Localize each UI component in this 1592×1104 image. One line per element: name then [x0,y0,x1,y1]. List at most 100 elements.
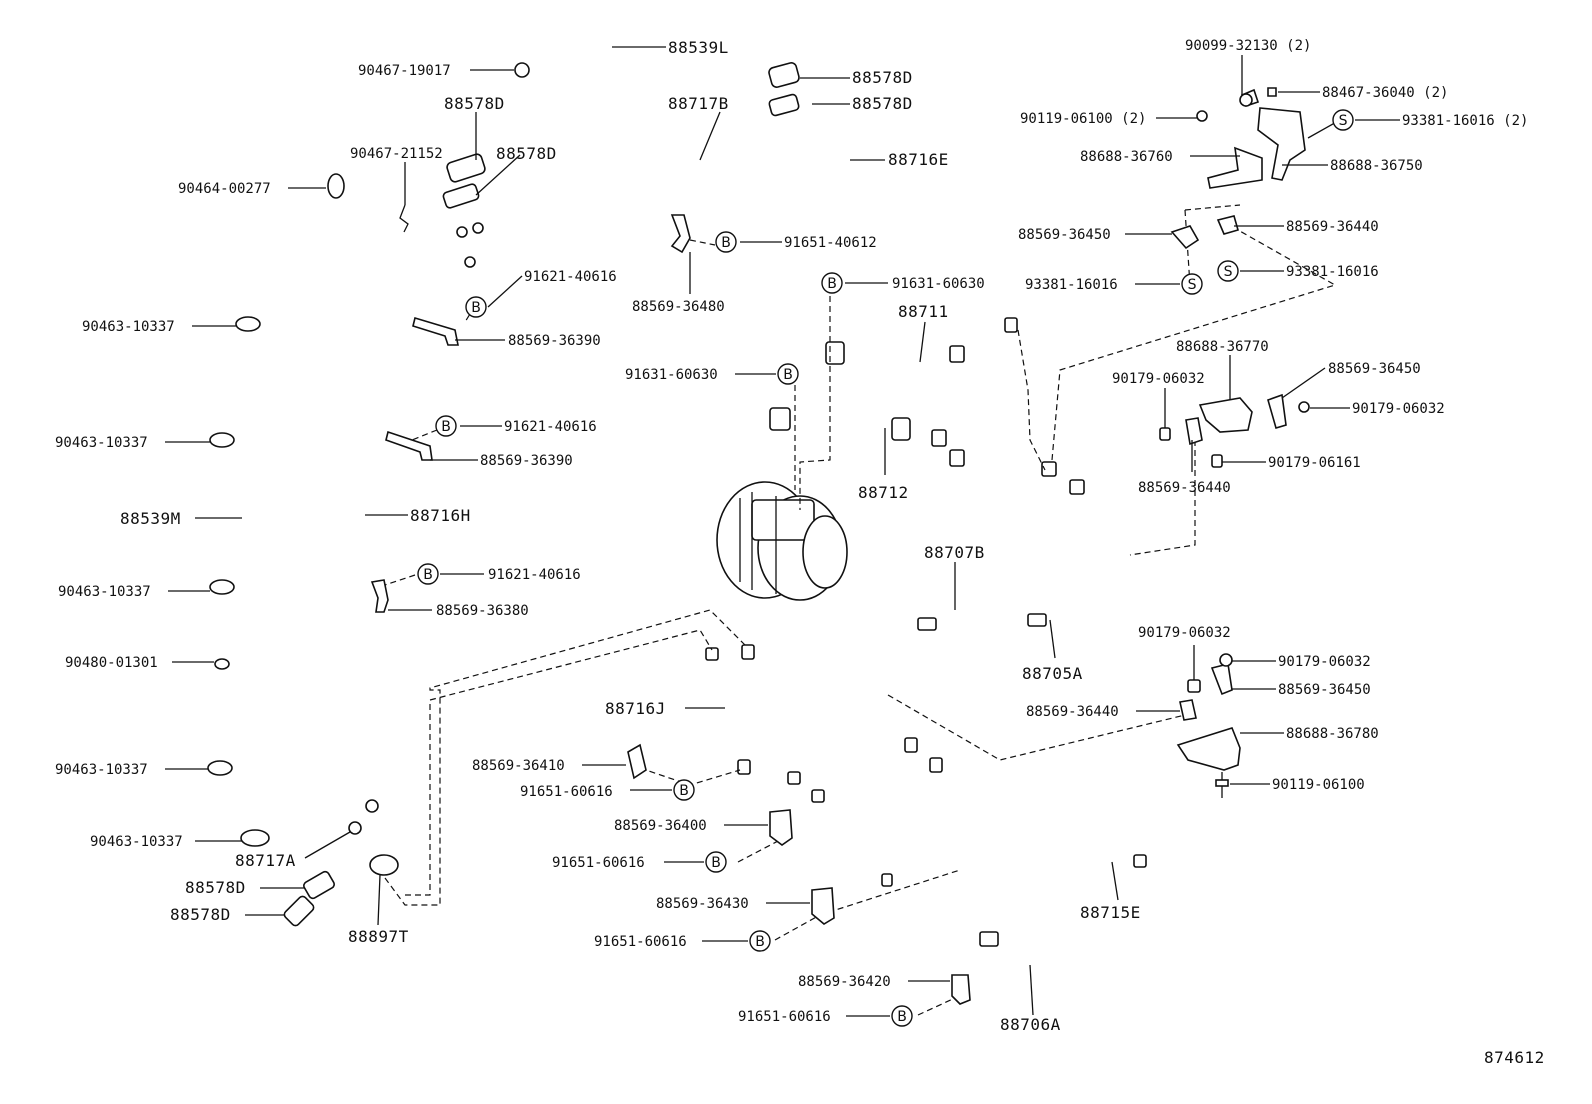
clamps-and-grommets [207,62,1310,1005]
label-88715E: 88715E [1080,903,1141,922]
label-88569-36440-c: 88569-36440 [1026,704,1119,720]
pipe-88717A [323,230,464,830]
label-88578D-b: 88578D [852,94,913,113]
pipe-88706A [803,780,1070,965]
badge-s-93381-16016-a: S [1181,273,1203,295]
label-88569-36390-b: 88569-36390 [480,453,573,469]
label-90463-10337-a: 90463-10337 [82,319,175,335]
label-88688-36770: 88688-36770 [1176,339,1269,355]
label-91631-60630-b: 91631-60630 [625,367,718,383]
label-88569-36390-a: 88569-36390 [508,333,601,349]
compressor [716,481,848,601]
svg-text:B: B [711,855,721,871]
label-90463-10337-e: 90463-10337 [90,834,183,850]
pipe-fittings [348,222,1147,947]
badge-s-93381-16016-b: S [1217,260,1239,282]
label-88569-36440-a: 88569-36440 [1286,219,1379,235]
badge-b-91651-60616-c: B [749,930,771,952]
label-90119-06100-2: 90119-06100 (2) [1020,111,1146,127]
label-88467-36040: 88467-36040 (2) [1322,85,1448,101]
label-88688-36760: 88688-36760 [1080,149,1173,165]
pipe-88539L [543,43,647,112]
label-91651-60616-b: 91651-60616 [552,855,645,871]
label-90467-19017: 90467-19017 [358,63,451,79]
label-88705A: 88705A [1022,664,1083,683]
label-88569-36480: 88569-36480 [632,299,725,315]
label-88897T: 88897T [348,927,409,946]
badge-b-91621-40616-b: B [435,415,457,437]
svg-text:B: B [827,276,837,292]
label-90099-32130: 90099-32130 (2) [1185,38,1311,54]
svg-text:B: B [679,783,689,799]
svg-text:B: B [897,1009,907,1025]
label-88688-36750: 88688-36750 [1330,158,1423,174]
label-90463-10337-b: 90463-10337 [55,435,148,451]
label-88717B: 88717B [668,94,729,113]
label-88569-36410: 88569-36410 [472,758,565,774]
pipe-88712 [776,418,947,444]
label-91631-60630-a: 91631-60630 [892,276,985,292]
label-88569-36440-b: 88569-36440 [1138,480,1231,496]
label-90119-06100: 90119-06100 [1272,777,1365,793]
label-91621-40616-a: 91621-40616 [524,269,617,285]
label-90463-10337-c: 90463-10337 [58,584,151,600]
part-labels: 88539L 90467-19017 88578D 88578D 88578D … [55,38,1545,1067]
badge-b-91621-40616-c: B [417,563,439,585]
label-88716J: 88716J [605,699,666,718]
svg-text:S: S [1224,264,1233,280]
label-88716E: 88716E [888,150,949,169]
label-88717A: 88717A [235,851,296,870]
label-88569-36430: 88569-36430 [656,896,749,912]
label-88539M: 88539M [120,509,181,528]
pipe-88707B [750,459,1073,694]
pipe-88715E [933,763,1142,864]
label-88706A: 88706A [1000,1015,1061,1034]
diagram-id: 874612 [1484,1048,1545,1067]
label-88569-36450-a: 88569-36450 [1018,227,1111,243]
badge-group: B B B B B B B B B B S S S [417,109,1354,1027]
badge-b-91621-40616-a: B [465,296,487,318]
label-88707B: 88707B [924,543,985,562]
svg-text:S: S [1188,277,1197,293]
label-88578D-a: 88578D [852,68,913,87]
pipe-88716E [473,153,850,264]
pipe-88711 [836,320,1014,372]
label-90179-06161: 90179-06161 [1268,455,1361,471]
badge-b-91631-60630-b: B [777,363,799,385]
badge-b-91631-60630-a: B [821,272,843,294]
pipe-88539M [242,216,390,832]
badge-b-91651-40612: B [715,231,737,253]
badge-b-91651-60616-d: B [891,1005,913,1027]
label-88569-36420: 88569-36420 [798,974,891,990]
label-88578D-f: 88578D [170,905,231,924]
label-88578D-e: 88578D [185,878,246,897]
label-88716H: 88716H [410,506,471,525]
pipe-88716H [359,260,472,808]
label-90463-10337-d: 90463-10337 [55,762,148,778]
label-88578D-c: 88578D [444,94,505,113]
label-91621-40616-b: 91621-40616 [504,419,597,435]
label-88539L: 88539L [668,38,729,57]
badge-b-91651-60616-a: B [673,779,695,801]
badge-b-91651-60616-b: B [705,851,727,873]
label-90480-01301: 90480-01301 [65,655,158,671]
label-91651-60616-a: 91651-60616 [520,784,613,800]
label-91651-60616-c: 91651-60616 [594,934,687,950]
svg-text:B: B [441,419,451,435]
label-88711: 88711 [898,302,949,321]
label-90467-21152: 90467-21152 [350,146,443,162]
svg-text:B: B [755,934,765,950]
label-90179-06032-d: 90179-06032 [1278,654,1371,670]
label-88688-36780: 88688-36780 [1286,726,1379,742]
label-91651-60616-d: 91651-60616 [738,1009,831,1025]
label-90179-06032-c: 90179-06032 [1138,625,1231,641]
pipe-88716J [710,653,792,780]
label-93381-16016-b: 93381-16016 [1286,264,1379,280]
badge-s-93381-16016-2: S [1332,109,1354,131]
svg-text:B: B [783,367,793,383]
label-88712: 88712 [858,483,909,502]
label-90179-06032-a: 90179-06032 [1112,371,1205,387]
leader-lines [165,46,1400,1017]
